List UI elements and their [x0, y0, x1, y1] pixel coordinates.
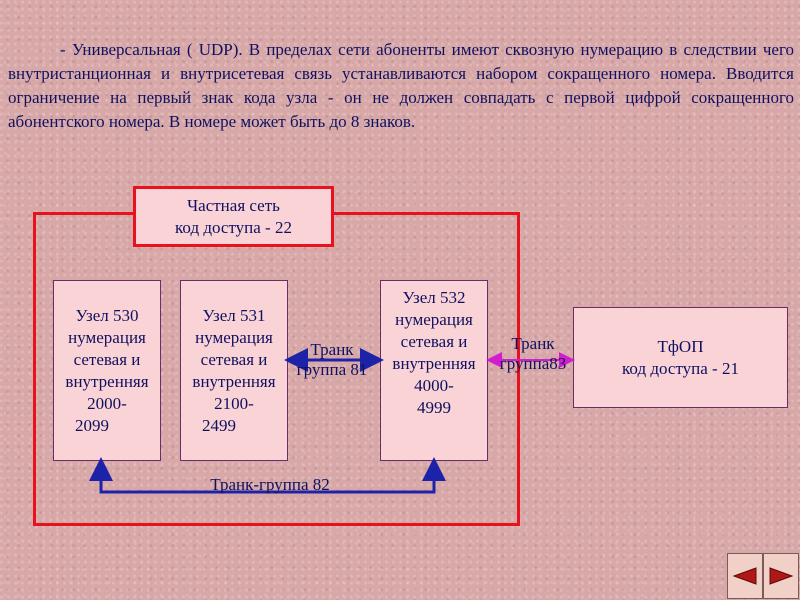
node-532-line: Узел 532	[402, 288, 466, 307]
node-532-line: сетевая и	[400, 332, 468, 351]
trunk-83-line2: группа83	[499, 354, 567, 373]
node-531: Узел 531 нумерация сетевая и внутренняя …	[180, 280, 288, 461]
node-532-line: 4999	[417, 398, 451, 417]
node-532: Узел 532 нумерация сетевая и внутренняя …	[380, 280, 488, 461]
node-532-line: нумерация	[395, 310, 473, 329]
description-paragraph: - Универсальная ( UDP). В пределах сети …	[8, 40, 794, 131]
prev-button[interactable]	[727, 553, 763, 599]
trunk-81-label: Транк группа 81	[287, 340, 377, 380]
node-531-line: 2100-	[214, 393, 254, 413]
node-530: Узел 530 нумерация сетевая и внутренняя …	[53, 280, 161, 461]
node-531-line: сетевая и	[200, 349, 268, 369]
trunk-83-label: Транк группа83	[490, 334, 576, 374]
trunk-82-arrow	[89, 457, 446, 494]
node-530-line: Узел 530	[75, 305, 139, 325]
node-530-line: сетевая и	[73, 349, 141, 369]
node-531-line: нумерация	[195, 327, 273, 347]
network-title-line1: Частная сеть	[187, 195, 280, 215]
node-530-line: внутренняя	[65, 371, 149, 391]
prev-arrow-icon	[732, 567, 757, 585]
pstn-box: ТфОП код доступа - 21	[573, 307, 788, 408]
node-530-line: 2099	[75, 415, 109, 435]
trunk-81-line1: Транк	[310, 340, 354, 359]
pstn-title: ТфОП	[657, 336, 704, 356]
node-532-line: внутренняя	[392, 354, 476, 373]
network-title-line2: код доступа - 22	[175, 217, 292, 237]
node-531-line: 2499	[202, 415, 236, 435]
private-network-title: Частная сеть код доступа - 22	[133, 186, 334, 247]
node-531-line: Узел 531	[202, 305, 266, 325]
pstn-access-code: код доступа - 21	[622, 358, 739, 378]
trunk-81-line2: группа 81	[296, 360, 368, 379]
node-532-line: 4000-	[414, 376, 454, 395]
trunk-82-label: Транк-группа 82	[210, 475, 330, 494]
trunk-83-line1: Транк	[511, 334, 555, 353]
node-530-line: нумерация	[68, 327, 146, 347]
node-530-line: 2000-	[87, 393, 127, 413]
node-531-line: внутренняя	[192, 371, 276, 391]
next-button[interactable]	[763, 553, 799, 599]
next-arrow-icon	[769, 567, 794, 585]
